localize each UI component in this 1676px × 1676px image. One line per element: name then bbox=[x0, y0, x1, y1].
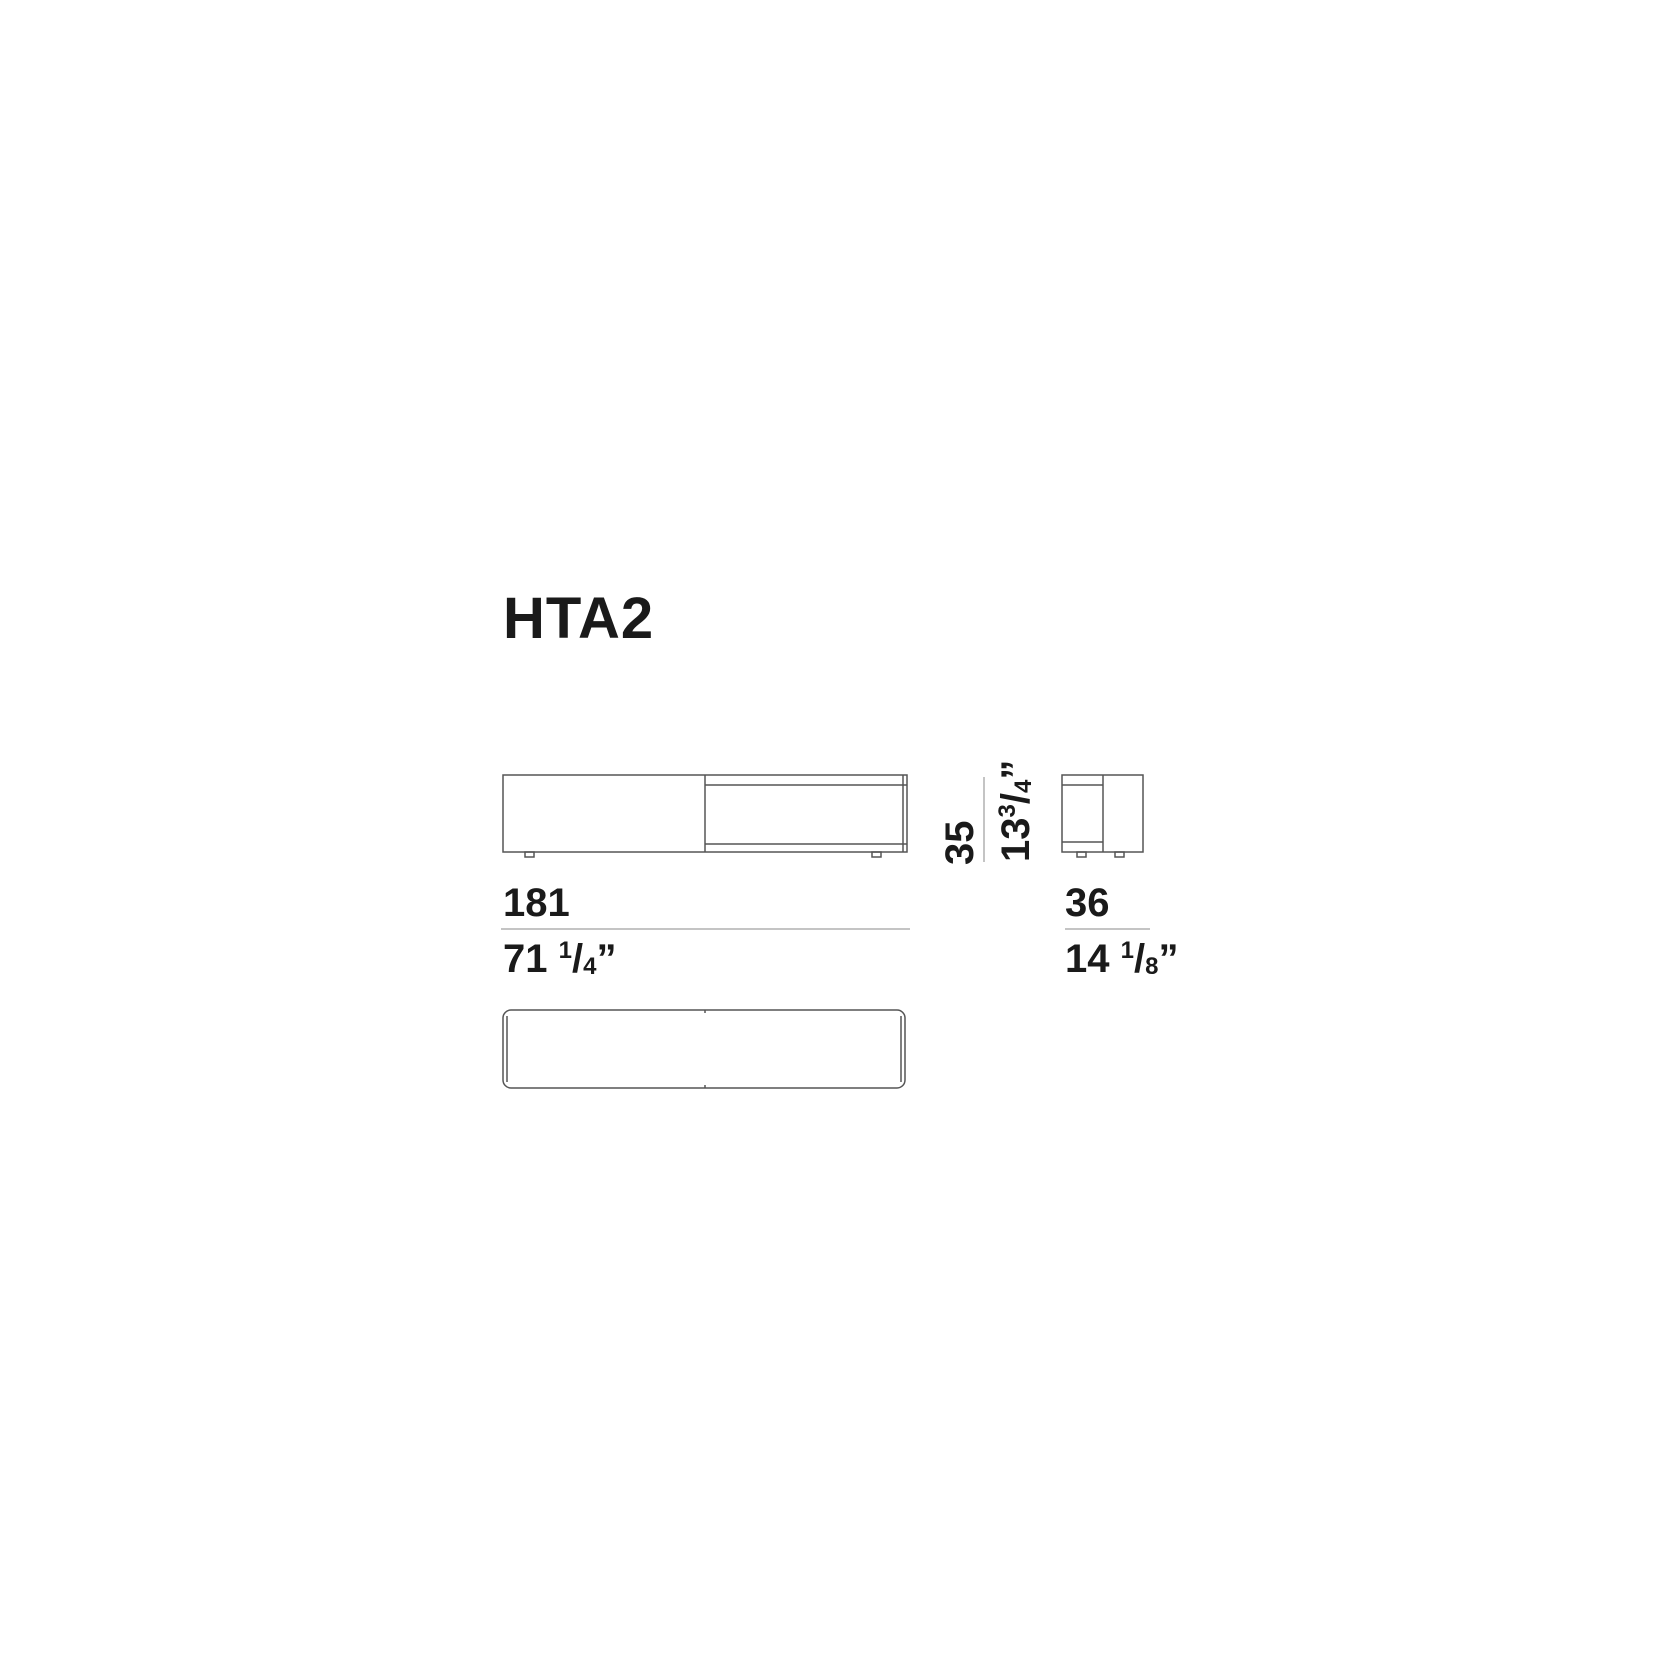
depth-inch-numerator: 1 bbox=[1120, 937, 1134, 964]
depth-inch-label: 14 1/8” bbox=[1065, 937, 1179, 981]
plan-view bbox=[502, 1009, 906, 1089]
width-cm-value: 181 bbox=[503, 881, 570, 925]
height-cm-label: 35 bbox=[938, 820, 982, 866]
side-elevation bbox=[1061, 774, 1144, 858]
plan-body bbox=[502, 1009, 906, 1089]
height-inch-whole: 13 bbox=[994, 817, 1038, 863]
depth-inch-mark: ” bbox=[1158, 937, 1179, 981]
height-inch-numerator: 3 bbox=[994, 804, 1021, 818]
side-foot-right bbox=[1114, 851, 1125, 858]
width-inch-denominator: 4 bbox=[583, 953, 597, 980]
depth-cm-value: 36 bbox=[1065, 881, 1110, 925]
height-cm-value: 35 bbox=[938, 820, 982, 866]
front-elevation bbox=[502, 774, 908, 858]
depth-inch-denominator: 8 bbox=[1145, 953, 1159, 980]
front-foot-left bbox=[524, 851, 535, 858]
width-inch-whole: 71 bbox=[503, 937, 548, 981]
depth-cm-label: 36 bbox=[1065, 883, 1110, 923]
width-inch-label: 71 1/4” bbox=[503, 937, 617, 981]
height-inch-label: 133/4” bbox=[994, 759, 1038, 863]
width-inch-mark: ” bbox=[596, 937, 617, 981]
height-inch-mark: ” bbox=[994, 759, 1038, 780]
side-foot-left bbox=[1076, 851, 1087, 858]
width-inch-numerator: 1 bbox=[558, 937, 572, 964]
height-inch-denominator: 4 bbox=[1010, 779, 1037, 794]
model-title: HTA2 bbox=[503, 586, 655, 651]
front-foot-right bbox=[871, 851, 882, 858]
width-cm-label: 181 bbox=[503, 883, 570, 923]
depth-inch-whole: 14 bbox=[1065, 937, 1110, 981]
